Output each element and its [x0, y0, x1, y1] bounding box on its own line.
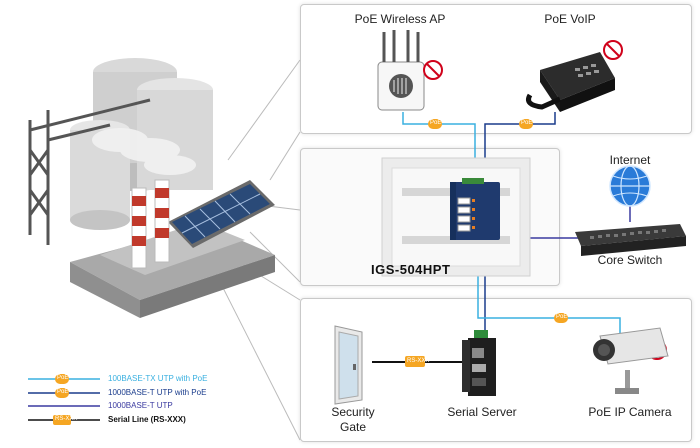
voip-phone-device	[526, 52, 615, 112]
security-gate-device	[334, 325, 363, 405]
serial-server-label: Serial Server	[447, 405, 517, 419]
voip-label: PoE VoIP	[544, 12, 596, 26]
internet-label: Internet	[609, 153, 651, 167]
poe-badge-voip: PoE	[521, 120, 533, 126]
legend-item-3: 1000BASE-T UTP	[108, 401, 173, 410]
rs-badge: RS-XXX	[407, 358, 430, 364]
poe-badge-camera: PoE	[556, 314, 568, 320]
switch-model-label: IGS-504HPT	[371, 262, 451, 277]
legend-item-4: Serial Line (RS-XXX)	[108, 415, 186, 424]
legend-rs-badge: RS-XXX	[55, 416, 78, 422]
ip-camera-device	[593, 327, 669, 394]
wireless-ap-label: PoE Wireless AP	[354, 12, 446, 26]
factory-illustration	[28, 58, 275, 318]
legend-lines	[28, 374, 100, 425]
legend-poe-badge-2: PoE	[57, 389, 69, 395]
poe-badge-ap: PoE	[430, 120, 442, 126]
core-switch-label: Core Switch	[597, 253, 663, 267]
ip-camera-label: PoE IP Camera	[588, 405, 672, 419]
wireless-ap-device	[377, 30, 425, 111]
core-switch-device	[575, 224, 686, 256]
legend-poe-badge-1: PoE	[57, 375, 69, 381]
poe-badges	[405, 119, 568, 367]
internet-globe-icon	[609, 165, 651, 207]
legend-item-2: 1000BASE-T UTP with PoE	[108, 388, 207, 397]
serial-server-device	[462, 330, 496, 396]
igs-switch-device	[450, 178, 500, 240]
security-gate-label: Security Gate	[331, 405, 375, 434]
legend-item-1: 100BASE-TX UTP with PoE	[108, 374, 208, 383]
top-panel	[300, 4, 692, 134]
